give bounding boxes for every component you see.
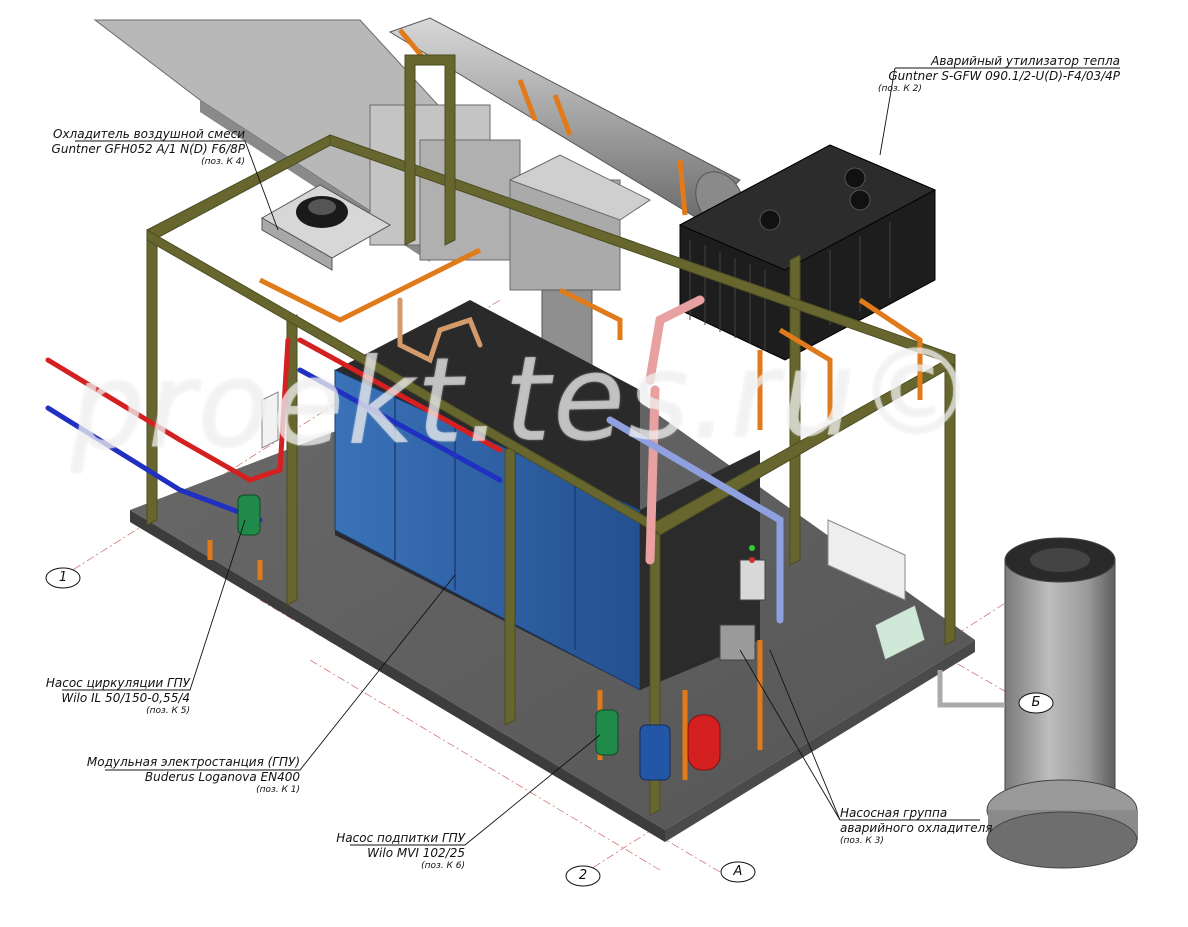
label-gpu-makeup-pump: Насос подпитки ГПУ Wilo MVI 102/25 (поз.… bbox=[300, 831, 465, 872]
label-k4-pos: (поз. К 4) bbox=[201, 157, 245, 167]
label-k2-title: Аварийный утилизатор тепла bbox=[931, 54, 1120, 68]
external-tank bbox=[937, 537, 1138, 869]
label-k5-title: Насос циркуляции ГПУ bbox=[45, 676, 190, 690]
support-frame bbox=[146, 54, 956, 816]
label-k1-pos: (поз. К 1) bbox=[256, 785, 300, 795]
pipes bbox=[45, 295, 784, 624]
radiators bbox=[261, 391, 926, 661]
label-air-mix-cooler: Охладитель воздушной смеси Guntner GFH05… bbox=[40, 127, 245, 168]
label-k3-title: Насосная группа bbox=[840, 806, 948, 820]
label-k4-model: Guntner GFH052 A/1 N(D) F6/8P bbox=[51, 142, 245, 156]
label-k5-model: Wilo IL 50/150-0,55/4 bbox=[61, 691, 190, 705]
label-k6-title: Насос подпитки ГПУ bbox=[336, 831, 465, 845]
axis-label-1: 1 bbox=[58, 570, 68, 585]
label-k3-subtitle: аварийного охладителя bbox=[840, 821, 993, 835]
label-k5-pos: (поз. К 5) bbox=[146, 706, 190, 716]
watermark: proekt.tes.ru© bbox=[68, 322, 979, 476]
label-emergency-heat-exchanger: Аварийный утилизатор тепла Guntner S-GFW… bbox=[878, 54, 1120, 95]
label-k2-model: Guntner S-GFW 090.1/2-U(D)-F4/03/4P bbox=[888, 69, 1120, 83]
label-emergency-pump-group: Насосная группа аварийного охладителя (п… bbox=[840, 806, 1000, 847]
air-mix-cooler bbox=[260, 184, 392, 271]
leader-lines bbox=[62, 67, 1120, 846]
label-k1-model: Buderus Loganova EN400 bbox=[144, 770, 300, 784]
label-k6-model: Wilo MVI 102/25 bbox=[367, 846, 465, 860]
label-gpu-power-station: Модульная электростанция (ГПУ) Buderus L… bbox=[80, 755, 300, 796]
orange-supports bbox=[207, 247, 923, 780]
label-k3-pos: (поз. К 3) bbox=[840, 836, 884, 846]
label-k1-title: Модульная электростанция (ГПУ) bbox=[86, 755, 300, 769]
axis-label-a: А bbox=[733, 864, 743, 879]
label-k4-title: Охладитель воздушной смеси bbox=[53, 127, 245, 141]
label-k2-pos: (поз. К 2) bbox=[878, 84, 922, 94]
air-duct bbox=[93, 19, 651, 476]
axis-label-b: Б bbox=[1031, 695, 1041, 710]
label-k6-pos: (поз. К 6) bbox=[421, 861, 465, 871]
label-gpu-circulation-pump: Насос циркуляции ГПУ Wilo IL 50/150-0,55… bbox=[30, 676, 190, 717]
axis-label-2: 2 bbox=[578, 868, 588, 883]
